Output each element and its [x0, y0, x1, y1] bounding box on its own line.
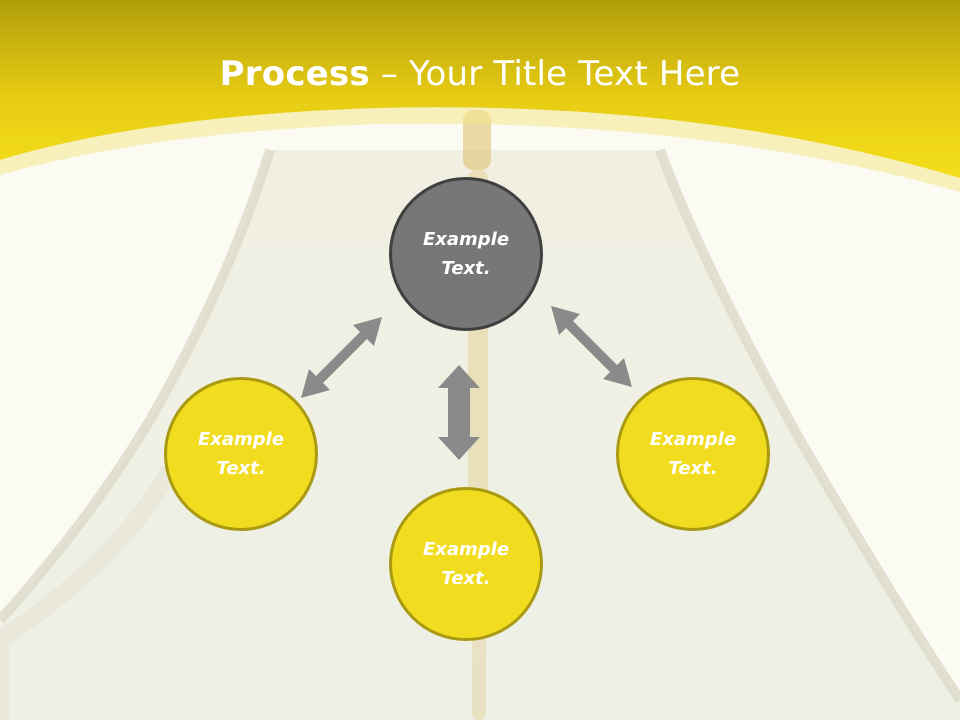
arrow-vertical — [438, 365, 480, 460]
arrow-top-left — [301, 317, 382, 398]
node-top-label: Example Text. — [422, 229, 510, 279]
slide-title: Process – Your Title Text Here — [0, 52, 960, 96]
node-right: Example Text. — [616, 377, 770, 531]
node-right-label: Example Text. — [649, 429, 737, 479]
node-center: Example Text. — [389, 487, 543, 641]
arrow-top-right — [551, 306, 632, 387]
node-left: Example Text. — [164, 377, 318, 531]
node-center-label: Example Text. — [422, 539, 510, 589]
title-separator: – — [369, 54, 410, 94]
title-rest: Your Title Text Here — [409, 54, 741, 94]
title-bold: Process — [219, 54, 370, 94]
node-top: Example Text. — [389, 177, 543, 331]
node-left-label: Example Text. — [197, 429, 285, 479]
